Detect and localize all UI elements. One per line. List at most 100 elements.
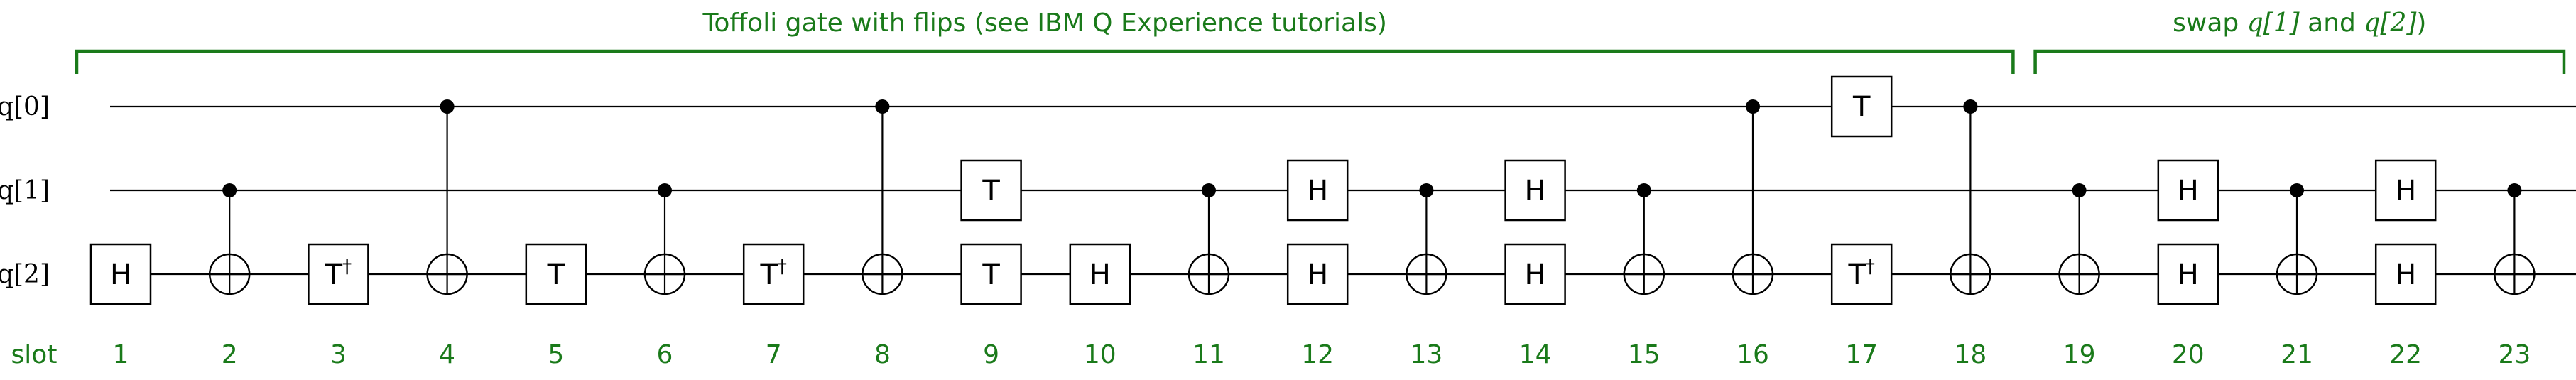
cnot-slot16 bbox=[1732, 99, 1774, 295]
gate-symbol: T bbox=[982, 175, 1000, 207]
gate-t-slot9-q2: T bbox=[960, 243, 1022, 305]
cnot-slot2 bbox=[208, 183, 251, 295]
swap-title-suffix: ) bbox=[2416, 9, 2426, 38]
qubit-label-1: q[1] bbox=[0, 176, 50, 205]
qubit-label-0: q[0] bbox=[0, 92, 50, 121]
gate-h-slot20-q1: H bbox=[2157, 159, 2219, 222]
gate-h-slot10-q2: H bbox=[1069, 243, 1131, 305]
gate-symbol: T bbox=[759, 259, 778, 291]
slot-number: 13 bbox=[1410, 340, 1442, 369]
cnot-slot21 bbox=[2276, 183, 2318, 295]
gate-t-slot9-q1: T bbox=[960, 159, 1022, 222]
group-titles: Toffoli gate with flips (see IBM Q Exper… bbox=[702, 9, 2426, 38]
gate-t-slot5-q2: T bbox=[525, 243, 587, 305]
control-dot bbox=[2507, 183, 2522, 197]
swap-title-mid: and bbox=[2300, 9, 2364, 38]
gate-symbol: T bbox=[982, 259, 1000, 291]
gate-box bbox=[1504, 159, 1566, 222]
qubit-label-2: q[2] bbox=[0, 260, 50, 289]
cnot-slot8 bbox=[862, 99, 903, 295]
gate-box bbox=[1069, 243, 1131, 305]
slot-number: 14 bbox=[1519, 340, 1552, 369]
slot-number: 10 bbox=[1084, 340, 1116, 369]
dagger-superscript: † bbox=[778, 256, 787, 278]
gate-label: H bbox=[1307, 259, 1328, 291]
gate-t-dagger-slot7-q2: T† bbox=[742, 243, 805, 305]
control-dot bbox=[1746, 99, 1760, 114]
gate-symbol: T bbox=[1852, 91, 1871, 124]
gate-symbol: H bbox=[2178, 259, 2199, 291]
control-dot bbox=[875, 99, 890, 114]
cnot-slot15 bbox=[1623, 183, 1665, 295]
cnot-slot18 bbox=[1950, 99, 1991, 295]
gate-h-slot14-q2: H bbox=[1504, 243, 1566, 305]
qubit-labels: q[0] q[1] q[2] bbox=[0, 92, 50, 289]
control-dot bbox=[2290, 183, 2304, 197]
gate-box bbox=[960, 243, 1022, 305]
gate-h-slot12-q2: H bbox=[1286, 243, 1349, 305]
slot-number: 7 bbox=[766, 340, 782, 369]
slot-number: 23 bbox=[2498, 340, 2531, 369]
control-dot bbox=[1963, 99, 1978, 114]
slot-number: 15 bbox=[1628, 340, 1661, 369]
control-dot bbox=[222, 183, 237, 197]
gate-h-slot12-q1: H bbox=[1286, 159, 1349, 222]
swap-group-brace bbox=[2033, 49, 2566, 74]
gate-label: H bbox=[110, 259, 131, 291]
slot-number: 9 bbox=[983, 340, 999, 369]
gate-h-slot22-q2: H bbox=[2374, 243, 2437, 305]
cnot-slot19 bbox=[2058, 183, 2100, 295]
gate-box bbox=[1830, 75, 1893, 138]
gate-h-slot14-q1: H bbox=[1504, 159, 1566, 222]
gate-label: H bbox=[1525, 259, 1546, 291]
gate-box bbox=[2374, 243, 2437, 305]
control-dot bbox=[658, 183, 672, 197]
gate-symbol: T bbox=[1847, 259, 1866, 291]
gate-box bbox=[89, 243, 152, 305]
cnot-slot13 bbox=[1406, 183, 1447, 295]
gate-box bbox=[2157, 243, 2219, 305]
gate-label: T† bbox=[1847, 256, 1874, 291]
gate-t-slot17-q0: T bbox=[1830, 75, 1893, 138]
swap-title-prefix: swap bbox=[2173, 9, 2247, 38]
gate-symbol: H bbox=[1307, 175, 1328, 207]
gate-label: T bbox=[982, 175, 1000, 207]
gate-label: T† bbox=[759, 256, 786, 291]
gate-label: H bbox=[2178, 175, 2199, 207]
control-dot bbox=[1636, 183, 1651, 197]
dagger-superscript: † bbox=[342, 256, 352, 278]
slot-number: 21 bbox=[2281, 340, 2313, 369]
slot-number: 22 bbox=[2389, 340, 2422, 369]
gate-label: H bbox=[2395, 175, 2416, 207]
gate-symbol: H bbox=[110, 259, 131, 291]
gate-box bbox=[960, 159, 1022, 222]
gate-label: T bbox=[1852, 91, 1871, 124]
gate-label: H bbox=[2178, 259, 2199, 291]
gate-label: H bbox=[1089, 259, 1111, 291]
gate-box bbox=[2374, 159, 2437, 222]
slot-number: 18 bbox=[1954, 340, 1987, 369]
cnot-slot4 bbox=[426, 99, 468, 295]
group-braces bbox=[75, 49, 2566, 74]
slot-number: 11 bbox=[1192, 340, 1225, 369]
gate-label: T bbox=[547, 259, 565, 291]
gate-label: T† bbox=[325, 256, 352, 291]
cnot-slot6 bbox=[643, 183, 686, 295]
gate-symbol: H bbox=[1089, 259, 1111, 291]
cnot-slot11 bbox=[1188, 183, 1230, 295]
gate-h-slot20-q2: H bbox=[2157, 243, 2219, 305]
gate-symbol: T bbox=[547, 259, 565, 291]
slot-number: 20 bbox=[2172, 340, 2205, 369]
slot-number: 2 bbox=[222, 340, 238, 369]
gate-box bbox=[1830, 243, 1893, 305]
slot-number: 19 bbox=[2063, 340, 2096, 369]
gate-symbol: H bbox=[2178, 175, 2199, 207]
control-dot bbox=[1419, 183, 1434, 197]
gate-box bbox=[308, 243, 369, 305]
gate-label: H bbox=[2395, 259, 2416, 291]
slot-number: 6 bbox=[657, 340, 673, 369]
gate-symbol: H bbox=[1307, 259, 1328, 291]
gate-box bbox=[1286, 243, 1349, 305]
